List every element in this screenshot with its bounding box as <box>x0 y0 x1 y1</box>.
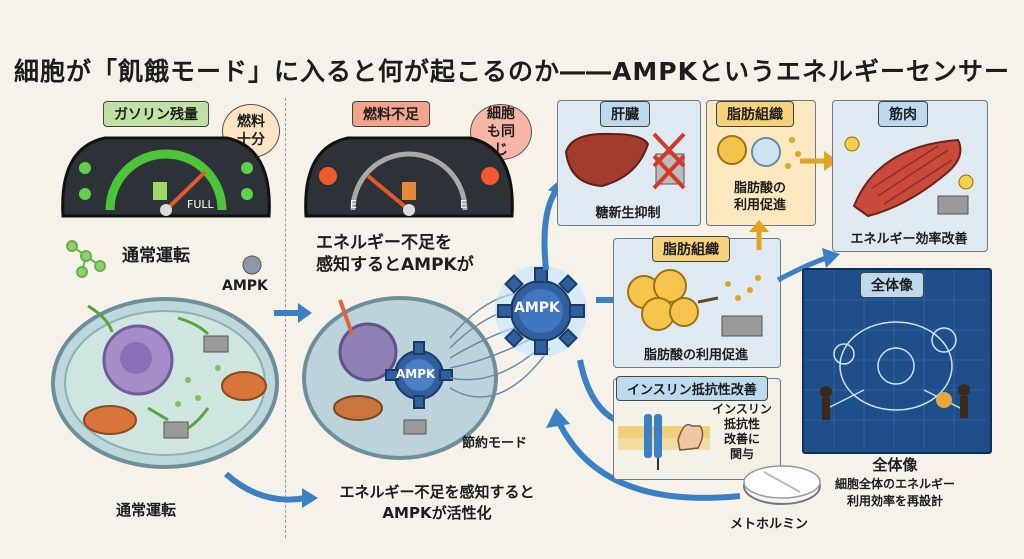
overview-caption: 全体像 細胞全体のエネルギー 利用効率を再設計 <box>834 456 955 508</box>
gear-icon-central <box>495 265 587 357</box>
ampk-ball-icon <box>242 255 262 275</box>
blueprint-grid <box>804 270 986 448</box>
caption-fat-mid: 脂肪酸の利用促進 <box>643 348 748 363</box>
fuel-gauge-full: FULL <box>61 136 271 218</box>
heading-energy-shortage: エネルギー不足を 感知するとAMPKが <box>316 233 474 275</box>
fuel-gauge-empty: E E <box>304 136 514 218</box>
arrow-metformin-icon <box>546 408 741 501</box>
caption-muscle: エネルギー効率改善 <box>850 232 968 247</box>
metformin-label: メトホルミン <box>730 517 809 532</box>
tag-fat-mid: 脂肪組織 <box>652 236 730 262</box>
arrow-up-fat-icon <box>749 220 769 250</box>
tag-muscle: 筋肉 <box>878 101 928 127</box>
heading-normal-operation: 通常運転 <box>122 246 190 266</box>
muscle-icon <box>844 136 974 218</box>
molecule-icon <box>66 240 106 278</box>
divider-line <box>285 98 286 538</box>
caption-fat-top: 脂肪酸の 利用促進 <box>733 181 786 213</box>
fat-cells-icon <box>717 135 801 169</box>
central-gear-label: AMPK <box>514 300 560 316</box>
svg-text:E: E <box>460 198 467 211</box>
arrow-to-overview-icon <box>776 248 840 283</box>
gear-label-cell: AMPK <box>396 367 436 381</box>
arrow-curve-bottom-icon <box>224 471 318 508</box>
insulin-text: インスリン 抵抗性 改善に 関与 <box>712 402 772 461</box>
arrow-to-muscle-icon <box>800 151 838 171</box>
insulin-receptor-icon <box>618 414 710 470</box>
gear-icon-cell <box>385 341 453 409</box>
tag-liver: 肝臓 <box>600 101 650 127</box>
metformin-pill-icon <box>743 465 821 505</box>
tag-fuel-low: 燃料不足 <box>352 101 430 127</box>
arrow-right-icon <box>274 303 312 323</box>
svg-text:E: E <box>350 198 357 211</box>
saving-mode-label: 節約モード <box>462 436 528 451</box>
liver-icon <box>564 132 686 190</box>
tag-overview: 全体像 <box>860 272 924 298</box>
fat-droplets-icon <box>627 269 763 337</box>
tag-gasoline-level: ガソリン残量 <box>103 101 209 127</box>
caption-normal-operation: 通常運転 <box>116 501 177 519</box>
full-label: FULL <box>187 198 215 211</box>
ampk-label: AMPK <box>222 278 268 294</box>
tag-insulin: インスリン抵抗性改善 <box>616 376 768 401</box>
page-title: 細胞が「飢餓モード」に入ると何が起こるのか――AMPKというエネルギーセンサー <box>14 57 1010 86</box>
caption-ampk-activated: エネルギー不足を感知すると AMPKが活性化 <box>339 483 535 522</box>
caption-gluconeogenesis: 糖新生抑制 <box>595 206 661 221</box>
cell-normal <box>51 297 279 469</box>
tag-fat-top: 脂肪組織 <box>716 101 794 127</box>
panel-overview <box>802 268 992 454</box>
